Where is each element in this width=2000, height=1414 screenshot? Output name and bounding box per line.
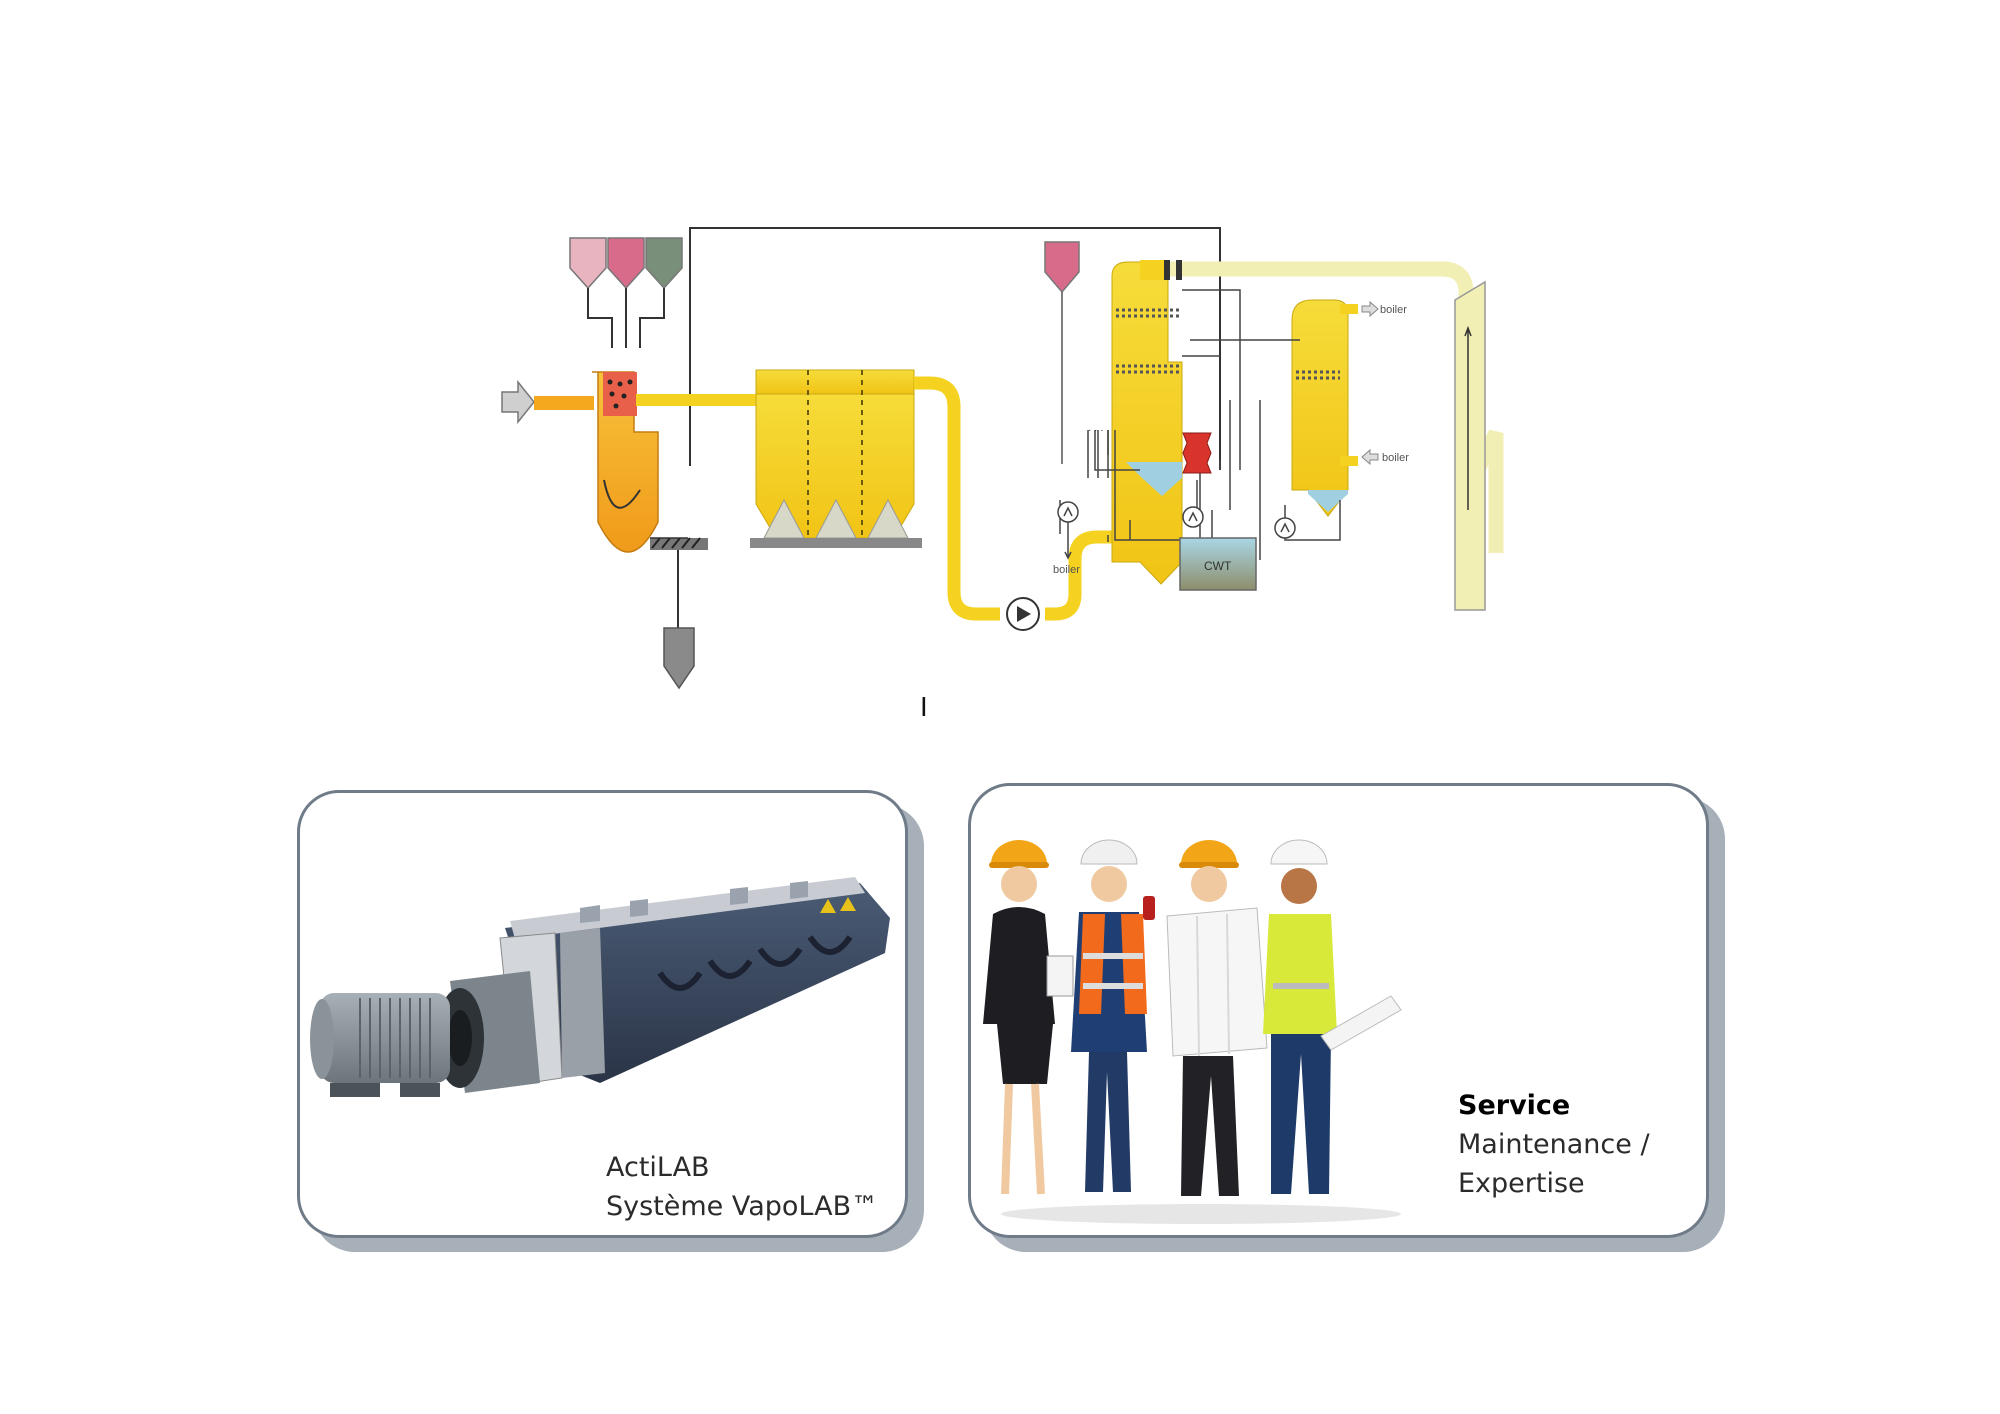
equipment-system: Système VapoLAB™ — [606, 1191, 879, 1222]
inlet-arrow-icon — [501, 379, 535, 425]
ash-silo — [663, 627, 695, 690]
text-cursor-mark: I — [920, 693, 928, 723]
reactor-column — [592, 371, 659, 553]
reagent-hopper-pink — [1044, 241, 1080, 294]
cwt-tank — [1179, 537, 1257, 591]
service-label: Service Maintenance / Expertise — [1458, 1086, 1650, 1203]
equipment-name: ActiLAB — [606, 1152, 710, 1183]
boiler-label-top: boiler — [1380, 304, 1407, 316]
process-flow-diagram: boiler boiler · · · boiler CWT — [501, 227, 1504, 690]
engineer-yellow-vest — [1263, 839, 1402, 1194]
equipment-card[interactable]: ActiLAB Système VapoLAB™ — [297, 790, 908, 1238]
boiler-arrow-top-icon — [1361, 300, 1379, 318]
scrubber-tower-1 — [1111, 261, 1183, 585]
pump-icons — [1057, 501, 1296, 539]
svg-text:· · ·: · · · — [1088, 425, 1104, 436]
reactor-to-filter-duct — [636, 394, 756, 406]
flue-gas-duct — [914, 376, 1164, 621]
service-title: Service — [1458, 1090, 1571, 1121]
scrubber-tower-2 — [1291, 299, 1358, 517]
screw-conveyor-machine-image — [310, 877, 890, 1097]
engineer-blueprint — [1166, 840, 1268, 1196]
equipment-label: ActiLAB Système VapoLAB™ — [606, 1148, 878, 1226]
engineers-team-illustration — [983, 839, 1402, 1224]
boiler-label-mid: boiler — [1382, 452, 1409, 464]
boiler-arrow-mid-icon — [1361, 448, 1379, 466]
reagent-hoppers — [569, 237, 683, 348]
engineer-orange-vest — [1071, 839, 1155, 1192]
recirculation-line — [689, 227, 1221, 470]
service-card[interactable]: Service Maintenance / Expertise — [968, 783, 1709, 1238]
dosing-unit — [1182, 432, 1212, 474]
boiler-label-bottom: boiler — [1053, 564, 1080, 576]
cwt-label: CWT — [1204, 559, 1232, 573]
service-maintenance: Maintenance / — [1458, 1129, 1650, 1160]
stack — [1454, 280, 1486, 611]
engineer-woman — [983, 840, 1074, 1195]
bag-filter — [750, 369, 922, 548]
service-expertise: Expertise — [1458, 1168, 1585, 1199]
